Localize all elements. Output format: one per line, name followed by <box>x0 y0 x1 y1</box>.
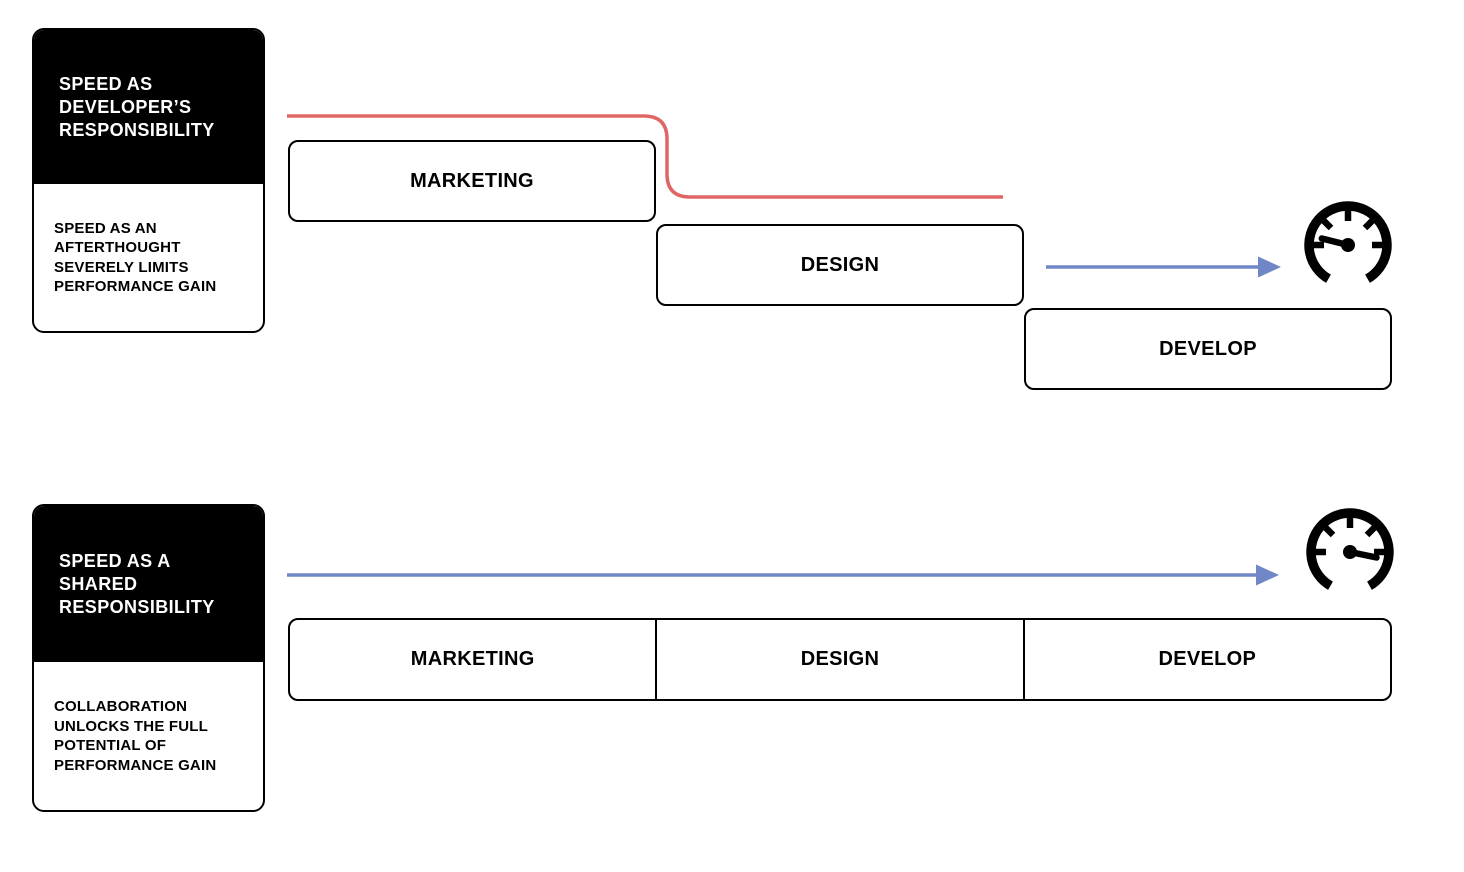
step-label: DEVELOP <box>1158 648 1257 670</box>
waterfall-info-card: SPEED AS DEVELOPER’S RESPONSIBILITY SPEE… <box>32 28 265 333</box>
shared-timeline-arrow <box>287 564 1279 586</box>
step-label: MARKETING <box>410 648 535 670</box>
waterfall-card-title: SPEED AS DEVELOPER’S RESPONSIBILITY <box>34 30 263 184</box>
step-label: DESIGN <box>800 253 880 276</box>
arrowhead-icon <box>1258 256 1281 278</box>
shared-cell-marketing: MARKETING <box>290 620 655 699</box>
waterfall-card-note: SPEED AS AN AFTERTHOUGHT SEVERELY LIMITS… <box>54 219 217 296</box>
shared-info-card: SPEED AS A SHARED RESPONSIBILITY COLLABO… <box>32 504 265 812</box>
shared-cell-develop: DEVELOP <box>1022 620 1390 699</box>
step-box-develop: DEVELOP <box>1024 308 1392 390</box>
shared-card-title: SPEED AS A SHARED RESPONSIBILITY <box>34 506 263 662</box>
step-label: MARKETING <box>410 169 534 192</box>
step-box-design: DESIGN <box>656 224 1024 306</box>
speedometer-fast-icon <box>1306 508 1394 590</box>
shared-phase-row: MARKETING DESIGN DEVELOP <box>288 618 1392 701</box>
step-box-marketing: MARKETING <box>288 140 656 222</box>
arrowhead-icon <box>1256 564 1279 586</box>
shared-card-note: COLLABORATION UNLOCKS THE FULL POTENTIAL… <box>54 698 217 774</box>
waterfall-timeline-arrow <box>1046 256 1281 278</box>
shared-cell-design: DESIGN <box>655 620 1022 699</box>
step-label: DEVELOP <box>1159 337 1257 360</box>
step-label: DESIGN <box>800 648 880 670</box>
speedometer-slow-icon <box>1304 201 1392 283</box>
